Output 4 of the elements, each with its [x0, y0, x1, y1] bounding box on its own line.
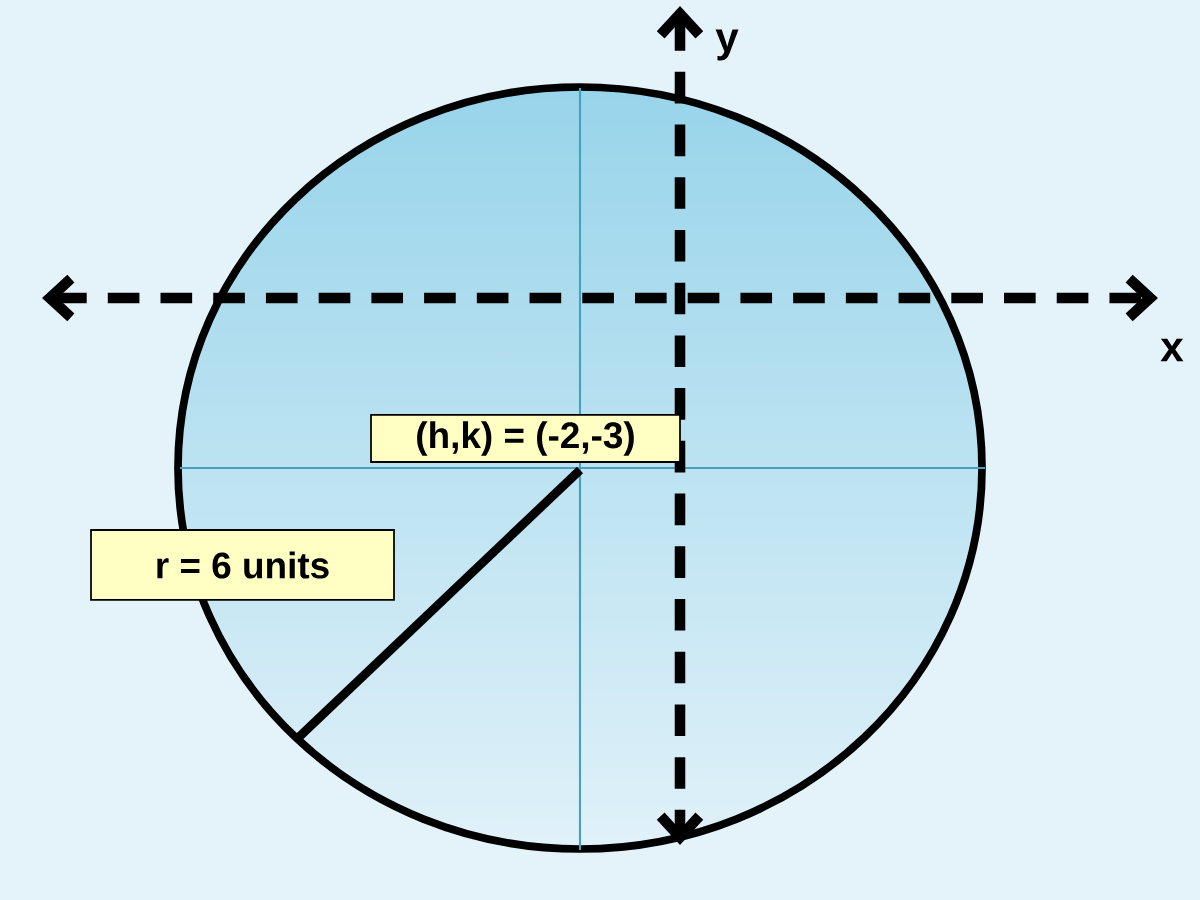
label-box: r = 6 units — [90, 529, 395, 601]
axis-label: x — [1160, 338, 1184, 362]
axis-label: y — [715, 29, 739, 61]
label-box: (h,k) = (-2,-3) — [370, 414, 681, 463]
